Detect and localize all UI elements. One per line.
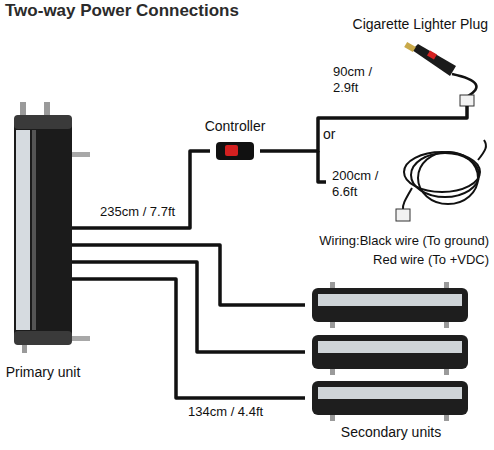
housing xyxy=(14,115,72,345)
plug-body xyxy=(412,44,456,76)
plug-cable xyxy=(452,74,476,96)
power-wire xyxy=(260,106,467,151)
bolt xyxy=(330,369,335,375)
switch-button xyxy=(225,145,238,156)
secondary-unit-drawing xyxy=(312,282,468,328)
lens xyxy=(318,387,462,399)
coil-loop xyxy=(404,152,480,192)
power-wire xyxy=(72,245,305,305)
coil-loop xyxy=(418,152,478,204)
bolt xyxy=(72,336,90,341)
plug-led xyxy=(427,50,437,59)
lens xyxy=(16,130,30,330)
length-label: 134cm / 4.4ft xyxy=(188,404,263,420)
length-label: 90cm / 2.9ft xyxy=(333,64,385,95)
ridge xyxy=(32,130,36,330)
end-cap xyxy=(14,331,72,345)
wire-end xyxy=(478,140,486,160)
device-node: Primary unit xyxy=(14,112,72,346)
note-label: Wiring:Black wire (To ground) xyxy=(319,233,489,249)
note-label: Red wire (To +VDC) xyxy=(373,252,489,268)
plug-drawing xyxy=(404,42,476,106)
connector xyxy=(396,209,410,221)
note-label: or xyxy=(323,126,335,143)
device-label: Controller xyxy=(205,118,266,135)
terminal xyxy=(44,102,50,115)
bolt xyxy=(444,282,449,289)
secondary-unit-drawing xyxy=(312,381,468,421)
device-node: Secondary units xyxy=(305,286,473,444)
bolt xyxy=(330,322,335,328)
housing xyxy=(312,288,468,322)
length-label: 235cm / 7.7ft xyxy=(100,204,175,220)
power-wire xyxy=(72,279,305,398)
controller-drawing xyxy=(216,142,254,160)
coiled-wire-drawing xyxy=(403,140,486,210)
secondary-unit-drawing xyxy=(312,335,468,375)
lens xyxy=(318,341,462,353)
bolt xyxy=(72,152,90,157)
bolt xyxy=(444,415,449,421)
branch-wire xyxy=(318,151,326,182)
wire-end xyxy=(403,188,412,210)
terminal xyxy=(20,102,26,115)
housing xyxy=(312,381,468,415)
bolt xyxy=(444,322,449,328)
bolt xyxy=(330,415,335,421)
switch-body xyxy=(216,142,254,160)
note-label: 200cm / 6.6ft xyxy=(332,168,390,199)
plug-tip xyxy=(404,42,416,52)
terminal xyxy=(22,345,27,353)
power-wire xyxy=(72,151,210,228)
connector xyxy=(460,95,474,106)
power-wire xyxy=(72,262,305,352)
diagram-title: Two-way Power Connections xyxy=(5,1,239,21)
device-label: Primary unit xyxy=(6,364,81,381)
device-label: Secondary units xyxy=(341,424,441,441)
housing xyxy=(312,335,468,369)
end-cap xyxy=(14,115,72,129)
bolt xyxy=(330,282,335,289)
bolt xyxy=(444,369,449,375)
device-node: Controller xyxy=(210,120,260,162)
lens xyxy=(318,294,462,306)
device-label: Cigarette Lighter Plug xyxy=(353,16,488,33)
